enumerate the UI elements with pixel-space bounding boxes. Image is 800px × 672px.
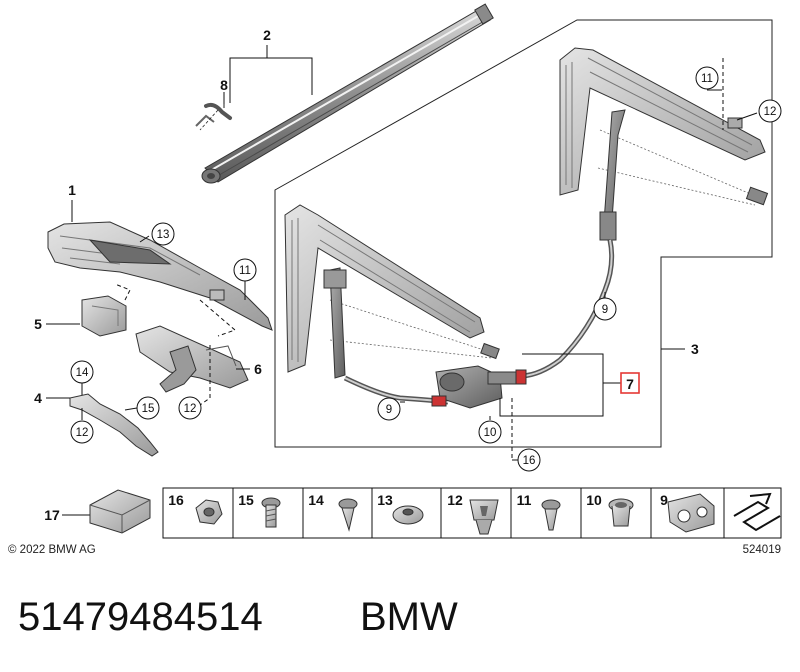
callout-16: 16 (517, 448, 541, 472)
strip-label-11: 11 (517, 492, 532, 508)
label-9-left: 9 (386, 404, 392, 416)
copyright-text: © 2022 BMW AG (8, 544, 96, 556)
brand-title: BMW (360, 595, 458, 639)
bracket-part-6 (135, 325, 249, 393)
fastener-strip: 16 15 14 13 12 11 10 9 (162, 487, 782, 539)
box-part-17 (89, 489, 151, 534)
label-10: 10 (484, 427, 497, 439)
guide-rail-right (521, 47, 769, 379)
strip-label-12: 12 (447, 492, 463, 508)
hex-screw-icon (261, 497, 281, 528)
roller-blind-tube (201, 3, 494, 184)
callout-9-left: 9 (377, 397, 401, 421)
callout-12-left: 12 (70, 420, 94, 444)
label-14-callout: 14 (76, 367, 89, 379)
clip-part-8 (195, 96, 232, 131)
assembly-3-frame (274, 19, 773, 448)
flange-nut-icon (392, 505, 424, 525)
callout-11-left: 11 (233, 258, 257, 282)
tapping-screw-icon (338, 498, 358, 532)
diagram-id: 524019 (743, 544, 781, 556)
cable-clip-icon (667, 493, 715, 533)
label-16-callout: 16 (523, 455, 536, 467)
label-4: 4 (34, 390, 42, 406)
grommet-icon (608, 498, 634, 527)
label-1: 1 (68, 182, 76, 198)
part-number-title: 51479484514 (18, 595, 263, 639)
leader-lines-2-8 (223, 45, 313, 104)
guide-rail-left (284, 204, 500, 405)
drive-motor (431, 365, 527, 409)
callout-11-top: 11 (695, 66, 719, 90)
callout-14: 14 (70, 360, 94, 384)
callout-12-mid: 12 (178, 396, 202, 420)
strip-label-9: 9 (660, 492, 668, 508)
label-13-callout: 13 (157, 229, 170, 241)
label-9-right: 9 (602, 304, 608, 316)
arrow-symbol-icon (733, 492, 781, 532)
label-17: 17 (44, 507, 60, 523)
strip-label-14: 14 (308, 492, 324, 508)
trim-panel-part-1 (47, 221, 273, 331)
bracket-part-4 (69, 393, 159, 457)
callout-15: 15 (136, 396, 160, 420)
label-5: 5 (34, 316, 42, 332)
label-15-callout: 15 (142, 403, 155, 415)
strip-label-15: 15 (238, 492, 254, 508)
callout-13: 13 (151, 222, 175, 246)
strip-label-10: 10 (586, 492, 602, 508)
strip-label-16: 16 (168, 492, 184, 508)
label-7: 7 (626, 376, 634, 392)
label-12-mid: 12 (184, 403, 197, 415)
label-3: 3 (691, 341, 699, 357)
label-12-top: 12 (764, 106, 777, 118)
label-12-left: 12 (76, 427, 89, 439)
label-11-top: 11 (701, 73, 713, 85)
label-8: 8 (220, 77, 228, 93)
label-6: 6 (254, 361, 262, 377)
hex-nut-icon (195, 499, 223, 525)
label-2: 2 (263, 27, 271, 43)
leader-lines-left (46, 200, 250, 420)
callout-12-top: 12 (758, 99, 782, 123)
strip-label-13: 13 (377, 492, 393, 508)
bracket-part-5 (81, 295, 127, 337)
callout-10: 10 (478, 420, 502, 444)
label-11-left: 11 (239, 265, 251, 277)
callout-9-right: 9 (593, 297, 617, 321)
clip-nut-icon (469, 499, 499, 535)
highlight-box-7 (620, 372, 640, 394)
screw-icon (541, 499, 561, 531)
